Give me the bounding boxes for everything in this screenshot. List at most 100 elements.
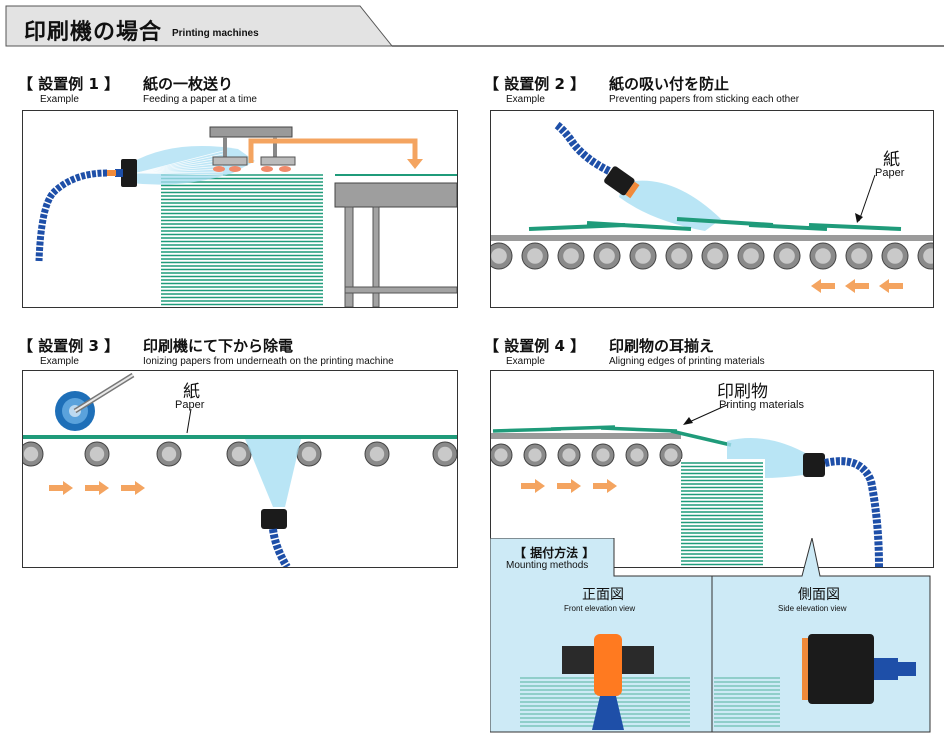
paper-web: [23, 435, 457, 439]
ion-ray: [136, 162, 224, 174]
example-2-title-en: Preventing papers from sticking each oth…: [609, 94, 800, 105]
mounting-title-en: Mounting methods: [506, 560, 589, 571]
roller-core: [887, 248, 903, 264]
example-4-callout: 印刷物: [717, 382, 768, 402]
flex-hose: [824, 457, 883, 567]
roller-core: [599, 248, 615, 264]
paper-stack: [161, 173, 325, 307]
roller-core: [779, 248, 795, 264]
flow-arrows: [521, 479, 617, 493]
example-3-label-en: Example: [40, 356, 79, 367]
feed-arrow-head: [407, 159, 423, 169]
roller-core: [491, 248, 507, 264]
example-3-label: 【 設置例 3 】: [18, 337, 120, 355]
example-3-title: 印刷機にて下から除電: [143, 337, 294, 355]
front-view-title: 正面図: [582, 587, 624, 603]
example-1-label: 【 設置例 1 】: [18, 75, 120, 93]
example-1-title-en: Feeding a paper at a time: [143, 94, 257, 105]
flow-arrow: [879, 279, 903, 293]
example-3-illustration: [23, 372, 457, 567]
suction-arm: [209, 126, 296, 172]
conveyor-bar: [491, 235, 933, 241]
rollers: [491, 443, 683, 467]
side-view-ionizer: [802, 634, 916, 704]
example-4-label-en: Example: [506, 356, 545, 367]
flow-arrow: [121, 481, 145, 495]
ion-ray: [136, 168, 224, 174]
ion-ray: [136, 165, 224, 174]
example-1-panel: [22, 110, 458, 308]
example-4-illustration: [491, 404, 883, 567]
mounting-section: 【 据付方法 】 Mounting methods 正面図 Front elev…: [490, 538, 932, 734]
flex-hose: [554, 121, 611, 175]
flow-arrow: [49, 481, 73, 495]
printing-materials: [492, 425, 732, 447]
example-2-illustration: [491, 121, 933, 293]
example-2-callout: 紙: [883, 150, 900, 170]
roller-core: [707, 248, 723, 264]
ion-cloud: [245, 439, 301, 507]
roller-core: [231, 446, 247, 462]
rollers: [491, 242, 933, 270]
flex-hose: [269, 528, 291, 567]
example-3-panel: 紙 Paper: [22, 370, 458, 568]
example-4-title: 印刷物の耳揃え: [609, 337, 715, 355]
example-2-callout-en: Paper: [875, 167, 905, 179]
example-4-panel: 印刷物 Printing materials: [490, 370, 934, 568]
page-title: 印刷機の場合: [24, 20, 163, 45]
flow-arrow: [85, 481, 109, 495]
receiving-table: [334, 174, 457, 307]
example-3-callout-en: Paper: [175, 399, 205, 411]
example-4-label: 【 設置例 4 】: [484, 337, 586, 355]
callout-line: [686, 404, 728, 424]
mounting-title: 【 据付方法 】: [514, 546, 595, 560]
flex-hose: [35, 169, 108, 262]
page-header: 印刷機の場合 Printing machines: [0, 0, 948, 52]
roller-core: [369, 446, 385, 462]
example-1-illustration: [35, 126, 457, 307]
example-2-label-en: Example: [506, 94, 545, 105]
example-4-callout-en: Printing materials: [719, 399, 804, 411]
ion-ray: [136, 171, 224, 174]
callout-line: [186, 408, 192, 434]
roller-core: [635, 248, 651, 264]
mounting-frame: [490, 538, 931, 733]
example-1-title: 紙の一枚送り: [143, 75, 234, 93]
front-view-ionizer: [562, 634, 654, 730]
roller-core: [923, 248, 933, 264]
roller-core: [23, 446, 39, 462]
flow-arrow: [593, 479, 617, 493]
example-4-title-en: Aligning edges of printing materials: [609, 356, 765, 367]
roller-core: [815, 248, 831, 264]
paper-stack: [681, 459, 765, 567]
example-3-title-en: Ionizing papers from underneath on the p…: [143, 356, 394, 367]
roller-core: [301, 446, 317, 462]
feed-arrow: [248, 138, 418, 163]
ion-ray: [136, 156, 224, 174]
flow-arrow: [845, 279, 869, 293]
roller-core: [671, 248, 687, 264]
flow-arrow: [557, 479, 581, 493]
paper-roll: [55, 372, 135, 431]
example-2-label: 【 設置例 2 】: [484, 75, 586, 93]
side-view-title: 側面図: [798, 587, 840, 603]
ionizer-nozzle: [107, 159, 137, 187]
callout-line: [858, 174, 876, 222]
example-2-title: 紙の吸い付を防止: [609, 75, 730, 93]
page-subtitle: Printing machines: [172, 28, 259, 39]
ionizer-nozzle: [261, 509, 287, 529]
flow-arrows: [811, 279, 903, 293]
ionizer-nozzle: [604, 166, 640, 199]
ionizer-nozzle: [803, 453, 825, 477]
roller-core: [851, 248, 867, 264]
example-1-label-en: Example: [40, 94, 79, 105]
roller-core: [630, 448, 644, 462]
ion-ray: [136, 150, 224, 174]
header-tab-shape: [5, 5, 944, 47]
flow-arrow: [811, 279, 835, 293]
roller-core: [563, 248, 579, 264]
rollers: [23, 441, 457, 467]
roller-core: [664, 448, 678, 462]
roller-core: [161, 446, 177, 462]
papers: [528, 217, 902, 231]
